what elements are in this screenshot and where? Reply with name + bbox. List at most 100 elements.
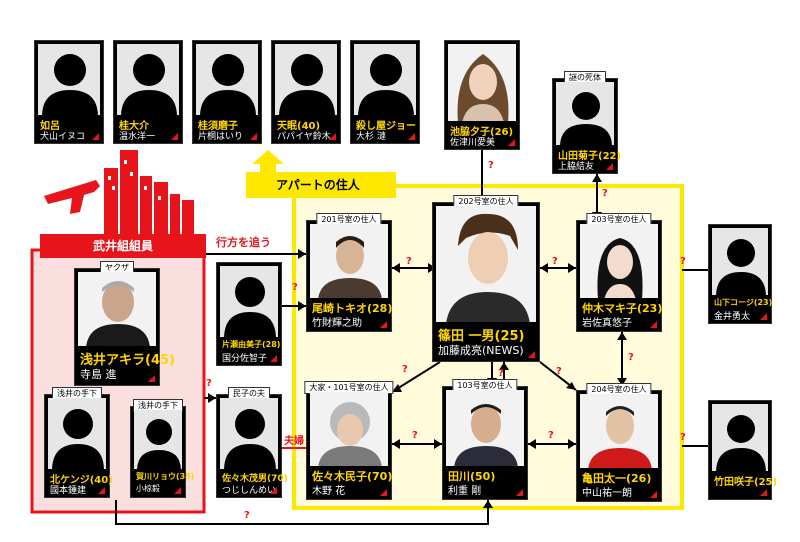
card-katsura-daisuke[interactable]: 桂大介温水洋一 [113,40,183,144]
unknown-relation-mark: ? [628,352,634,363]
actor-name: 片桐はいり [198,132,244,142]
character-name: 殺し屋ジョー [356,121,416,132]
unknown-relation-mark: ? [556,366,562,377]
character-name: 佐々木民子(70) [312,470,393,483]
actor-name: 岩佐真悠子 [582,318,632,329]
card-takeda[interactable]: 竹田咲子(25) [708,400,777,500]
arrow-up-icon [252,150,284,176]
unknown-relation-mark: ? [552,256,558,267]
character-name: 桂大介 [119,121,149,132]
card-kameda[interactable]: 204号室の住人 亀田太一(26)中山祐一朗 [576,383,662,502]
character-name: 山田菊子(22) [558,151,622,162]
character-name: 天眠(40) [277,121,321,132]
person-silhouette-icon [224,277,276,337]
character-name: 池脇夕子(26) [450,127,514,138]
actor-name: 温水洋一 [119,132,156,142]
actor-name: 加藤成亮(NEWS) [438,344,524,357]
unknown-relation-mark: ? [406,256,412,267]
card-ozaki[interactable]: 201号室の住人 尾崎トキオ(28)竹財輝之助 [306,213,393,332]
role-tag: 浅井の手下 [133,399,183,412]
character-name: 賀川リョウ(35) [136,472,195,481]
card-tagawa[interactable]: 103号室の住人 田川(50) 利重 剛 [442,379,528,500]
city-skyline-icon [104,150,194,234]
gun-icon [44,180,100,214]
card-ikewaki[interactable]: 池脇夕子(26)佐津川愛美 [444,40,520,150]
character-name: 浅井アキラ(45) [80,353,175,368]
character-name: 桂須磨子 [198,121,238,132]
unknown-relation-mark: ? [488,160,494,171]
card-niro[interactable]: 如呂犬山イヌコ [34,40,104,144]
portrait-icon [597,238,643,298]
character-name: 田川(50) [448,470,496,483]
person-silhouette-icon [121,54,177,115]
card-kago[interactable]: 浅井の手下 賀川リョウ(35) 小椋毅 [130,399,194,498]
card-yamashita[interactable]: 山下コージ(23) 金井勇太 [708,224,772,324]
person-silhouette-icon [42,54,98,115]
person-silhouette-icon [200,54,256,115]
card-asai[interactable]: ヤクザ 浅井アキラ(45)寺島 進 [74,261,175,386]
couple-label: 夫婦 [284,436,304,447]
person-silhouette-icon [224,409,276,469]
actor-name: 佐津川愛美 [450,138,496,148]
actor-name: 上脇結友 [558,162,595,172]
actor-name: 小椋毅 [136,484,160,493]
card-kita[interactable]: 浅井の手下 北ケンジ(40)國本鍾建 [44,387,113,498]
character-name: 如呂 [40,121,60,132]
person-silhouette-icon [52,409,104,469]
unknown-relation-mark: ? [680,432,686,443]
card-tenmin[interactable]: 天眠(40)パパイヤ鈴木 [271,40,341,144]
actor-name: 金井勇太 [714,312,751,322]
unknown-relation-mark: ? [412,430,418,441]
role-tag: 103号室の住人 [452,379,518,392]
unknown-relation-mark: ? [602,188,608,199]
character-name: 片瀬由美子(28) [222,340,281,349]
actor-name: 利重 剛 [448,486,482,497]
person-silhouette-icon [358,54,414,115]
actor-name: パパイヤ鈴木 [277,132,331,142]
person-silhouette-icon [716,415,766,471]
actor-name: 國本鍾建 [50,486,87,496]
card-katsura-sumako[interactable]: 桂須磨子片桐はいり [192,40,262,144]
person-silhouette-icon [716,239,766,295]
portrait-icon [86,281,150,346]
actor-name: 中山祐一朗 [582,488,632,499]
actor-name: 大杉 漣 [356,132,386,142]
actor-name: 竹財輝之助 [312,318,362,329]
character-name: 山下コージ(23) [714,298,773,307]
portrait-icon [318,402,382,466]
portrait-icon [318,236,382,298]
actor-name: 寺島 進 [80,368,117,381]
character-name: 竹田咲子(25) [714,477,778,488]
unknown-relation-mark: ? [244,510,250,521]
card-nakagi[interactable]: 203号室の住人 仲木マキ子(23)岩佐真悠子 [576,213,663,332]
character-name: 佐々木茂男(70) [222,474,288,484]
unknown-relation-mark: ? [206,378,212,389]
character-name: 仲木マキ子(23) [582,302,663,315]
person-silhouette-icon [560,92,612,145]
card-yamada[interactable]: 謎の死体 山田菊子(22)上脇結友 [552,71,622,174]
portrait-icon [457,54,509,121]
person-silhouette-icon [279,54,335,115]
character-name: 北ケンジ(40) [50,475,113,486]
actor-name: 犬山イヌコ [40,132,86,142]
card-shinoda[interactable]: 202号室の住人 篠田 一男(25)加藤成亮(NEWS) [432,195,540,362]
portrait-icon [588,406,652,468]
unknown-relation-mark: ? [680,256,686,267]
character-name: 篠田 一男(25) [438,329,525,344]
apartment-banner: アパートの住人 [246,172,396,198]
takei-gang-banner: 武井組組員 [40,234,206,258]
actor-name: 国分佐智子 [222,354,268,364]
unknown-relation-mark: ? [292,282,298,293]
portrait-icon [446,213,530,322]
chase-label: 行方を追う [216,236,271,249]
card-sasaki-shigeo[interactable]: 民子の夫 佐々木茂男(70)つじしんめい [216,387,288,498]
actor-name: 木野 花 [312,486,346,497]
actor-name: つじしんめい [222,486,277,496]
character-name: 尾崎トキオ(28) [312,302,393,315]
unknown-relation-mark: ? [402,364,408,375]
portrait-icon [454,404,518,466]
card-koroshiya-joe[interactable]: 殺し屋ジョー大杉 漣 [350,40,420,144]
card-sasaki-tamiko[interactable]: 大家・101号室の住人 佐々木民子(70)木野 花 [304,381,394,500]
character-name: 亀田太一(26) [582,472,652,485]
card-katase[interactable]: 片瀬由美子(28) 国分佐智子 [216,262,282,366]
